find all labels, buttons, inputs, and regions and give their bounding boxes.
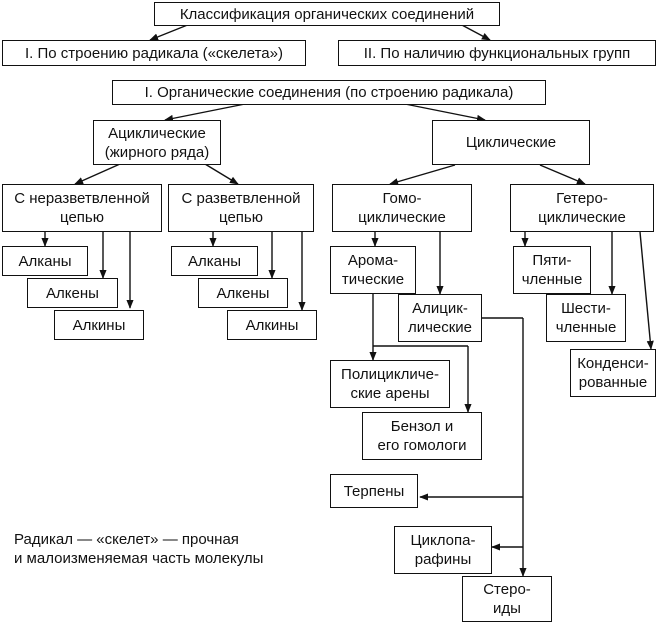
acyclic-box: Ациклические (жирного ряда) (93, 120, 221, 165)
class-structure-box: I. По строению радикала («скелета») (2, 40, 306, 66)
arrow-acyclic-branched (204, 163, 239, 185)
alicyclic-box: Алицик- лические (398, 294, 482, 342)
cycloparaffins-box: Циклопа- рафины (394, 526, 492, 574)
alkenes-branched-box: Алкены (198, 278, 288, 308)
unbranched-chain-box: С неразветвленной цепью (2, 184, 162, 232)
homocyclic-box: Гомо- циклические (332, 184, 472, 232)
arrow-cyclic-homocyclic (389, 164, 456, 186)
polycyclic-arenes-box: Полицикличе- ские арены (330, 360, 450, 408)
alkenes-unbranched-box: Алкены (27, 278, 118, 308)
aromatic-box: Арома- тические (330, 246, 416, 294)
title-box: Классификация органических соединений (154, 2, 500, 26)
condensed-box: Конденси- рованные (570, 349, 656, 397)
benzene-box: Бензол и его гомологи (362, 412, 482, 460)
class-functional-box: II. По наличию функциональных групп (338, 40, 656, 66)
alkynes-branched-box: Алкины (227, 310, 317, 340)
terpenes-box: Терпены (330, 474, 418, 508)
cyclic-box: Циклические (432, 120, 590, 165)
heterocyclic-box: Гетеро- циклические (510, 184, 654, 232)
arrow-acyclic-unbranched (74, 163, 121, 185)
alkanes-branched-box: Алканы (171, 246, 258, 276)
branched-chain-box: С разветвленной цепью (168, 184, 314, 232)
organic-by-radical-box: I. Органические соединения (по строению … (112, 80, 546, 105)
arrow-heterocyclic-condensed (639, 231, 654, 350)
steroids-box: Стеро- иды (462, 576, 552, 622)
arrow-cyclic-heterocyclic (539, 164, 586, 185)
five-membered-box: Пяти- членные (513, 246, 591, 294)
arrow-organic-cyclic (399, 102, 486, 122)
alkynes-unbranched-box: Алкины (54, 310, 144, 340)
arrow-title-structure (149, 23, 191, 41)
alkanes-unbranched-box: Алканы (2, 246, 88, 276)
arrow-title-functional (459, 23, 491, 41)
radical-note: Радикал — «скелет» — прочная и малоизмен… (14, 531, 264, 567)
arrow-organic-acyclic (164, 102, 251, 122)
six-membered-box: Шести- членные (546, 294, 626, 342)
